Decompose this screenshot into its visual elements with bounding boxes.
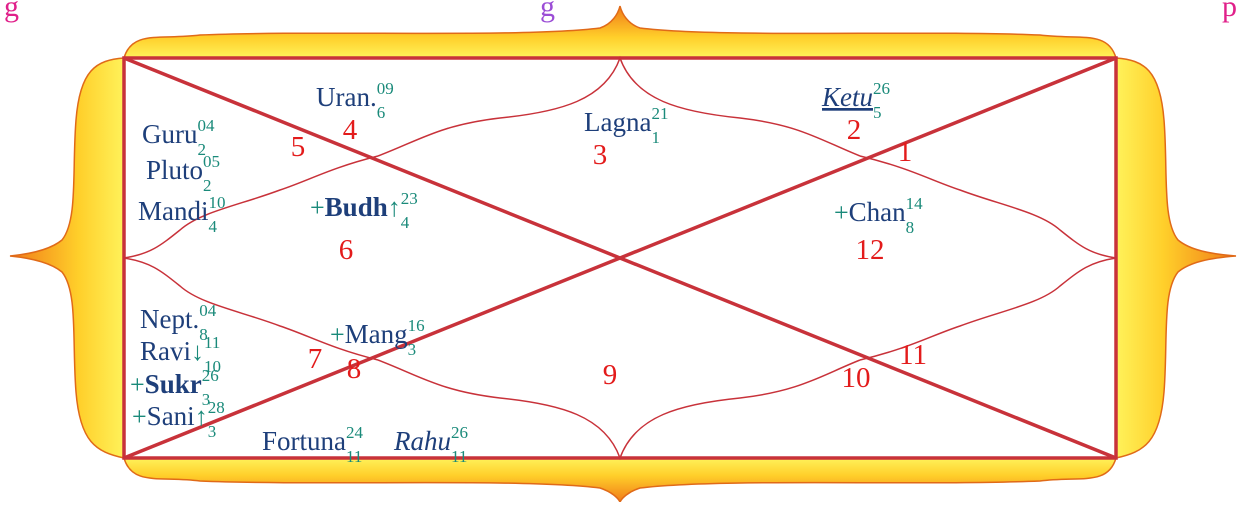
- arrow-up-icon: ↑: [195, 402, 208, 431]
- curve-bottom: [377, 359, 861, 461]
- planet-degree: 14: [906, 194, 924, 213]
- planet-name: Nept.: [140, 304, 199, 334]
- planet-rahu: Rahu26: [393, 423, 468, 456]
- planet-sign: 11: [346, 447, 362, 466]
- diagonal-b: [123, 56, 1117, 460]
- arrow-down-icon: ↓: [191, 337, 204, 366]
- planet-fortuna: Fortuna24: [262, 423, 364, 456]
- planet-name: Fortuna: [262, 426, 346, 456]
- planet-degree: 26: [202, 366, 219, 385]
- brace-right: [1115, 57, 1237, 459]
- planet-name: Ravi: [140, 336, 191, 366]
- planet-name: Uran.: [316, 82, 377, 112]
- retro-mark-icon: +: [834, 198, 849, 227]
- planet-sign: 5: [873, 103, 882, 122]
- planet-degree: 16: [408, 316, 425, 335]
- curve-right: [859, 155, 1117, 361]
- planet-degree: 28: [208, 398, 225, 417]
- planet-degree: 10: [209, 193, 226, 212]
- planet-name: Mandi: [138, 196, 209, 226]
- planet-sani: +Sani↑28: [132, 398, 225, 431]
- planet-sign: 4: [401, 213, 410, 232]
- planet-budh: +Budh↑23: [310, 189, 418, 222]
- planet-degree: 24: [346, 423, 364, 442]
- header-fragment-right: p: [1222, 0, 1237, 23]
- curve-left: [123, 155, 379, 361]
- planet-name: Sani: [147, 401, 195, 431]
- planet-sign: 6: [377, 103, 386, 122]
- planet-sign: 10: [204, 357, 221, 376]
- house-curves: [123, 55, 1117, 461]
- planet-name: Chan: [849, 197, 906, 227]
- retro-mark-icon: +: [132, 402, 147, 431]
- planet-mang: +Mang16: [330, 316, 425, 349]
- house-number-1: 1: [898, 136, 913, 168]
- house-number-7: 7: [308, 343, 323, 375]
- planet-nept: Nept.04: [140, 301, 217, 334]
- brace-frame: [9, 5, 1237, 504]
- planet-degree: 11: [204, 333, 220, 352]
- planet-name: Lagna: [584, 107, 651, 137]
- header-fragment-center: g: [540, 0, 555, 23]
- planet-sign: 3: [202, 390, 211, 409]
- planet-ketu: Ketu26: [821, 79, 890, 112]
- retro-mark-icon: +: [330, 320, 345, 349]
- planet-guru: Guru04: [142, 116, 215, 149]
- planet-name: Ketu: [821, 82, 873, 112]
- planet-sign: 3: [208, 422, 217, 441]
- planet-degree: 05: [203, 152, 220, 171]
- planet-degree: 09: [377, 79, 394, 98]
- house-number-3: 3: [593, 139, 608, 171]
- house-number-4: 4: [343, 114, 358, 146]
- planet-lagna: Lagna21: [584, 104, 668, 137]
- planet-name: Budh: [325, 192, 388, 222]
- planet-name: Mang: [345, 319, 408, 349]
- planet-uran: Uran.09: [316, 79, 394, 112]
- planet-chan: +Chan14: [834, 194, 923, 227]
- curve-top: [377, 55, 861, 157]
- planet-degree: 23: [401, 189, 418, 208]
- planet-pluto: Pluto05: [146, 152, 220, 185]
- planet-degree: 04: [198, 116, 216, 135]
- house-number-11: 11: [899, 339, 927, 371]
- planet-sukr: +Sukr26: [130, 366, 219, 399]
- planet-degree: 21: [651, 104, 668, 123]
- brace-left: [9, 57, 125, 459]
- house-number-10: 10: [842, 362, 871, 394]
- planet-name: Rahu: [393, 426, 451, 456]
- planet-sign: 4: [209, 217, 218, 236]
- brace-bottom: [123, 457, 1117, 504]
- planet-name: Sukr: [145, 369, 202, 399]
- house-number-6: 6: [339, 234, 354, 266]
- arrow-up-icon: ↑: [388, 193, 401, 222]
- header-fragment-left: g: [4, 0, 19, 23]
- planet-name: Guru: [142, 119, 198, 149]
- planet-sign: 8: [199, 325, 208, 344]
- planet-degree: 04: [199, 301, 217, 320]
- retro-mark-icon: +: [130, 370, 145, 399]
- planet-degree: 26: [451, 423, 468, 442]
- house-number-12: 12: [856, 234, 885, 266]
- house-number-9: 9: [603, 359, 618, 391]
- planet-degree: 26: [873, 79, 890, 98]
- planet-sign: 1: [651, 128, 660, 147]
- planet-mandi: Mandi10: [138, 193, 226, 226]
- house-number-2: 2: [847, 114, 862, 146]
- brace-top: [123, 5, 1117, 59]
- planet-name: Pluto: [146, 155, 203, 185]
- planet-sign: 11: [451, 447, 467, 466]
- house-number-5: 5: [291, 131, 306, 163]
- planet-sign: 2: [198, 140, 207, 159]
- planet-sign: 8: [906, 218, 915, 237]
- planet-sign: 2: [203, 176, 212, 195]
- planet-ravi: Ravi↓11: [140, 333, 220, 366]
- retro-mark-icon: +: [310, 193, 325, 222]
- planet-sign: 3: [408, 340, 417, 359]
- house-number-8: 8: [347, 353, 362, 385]
